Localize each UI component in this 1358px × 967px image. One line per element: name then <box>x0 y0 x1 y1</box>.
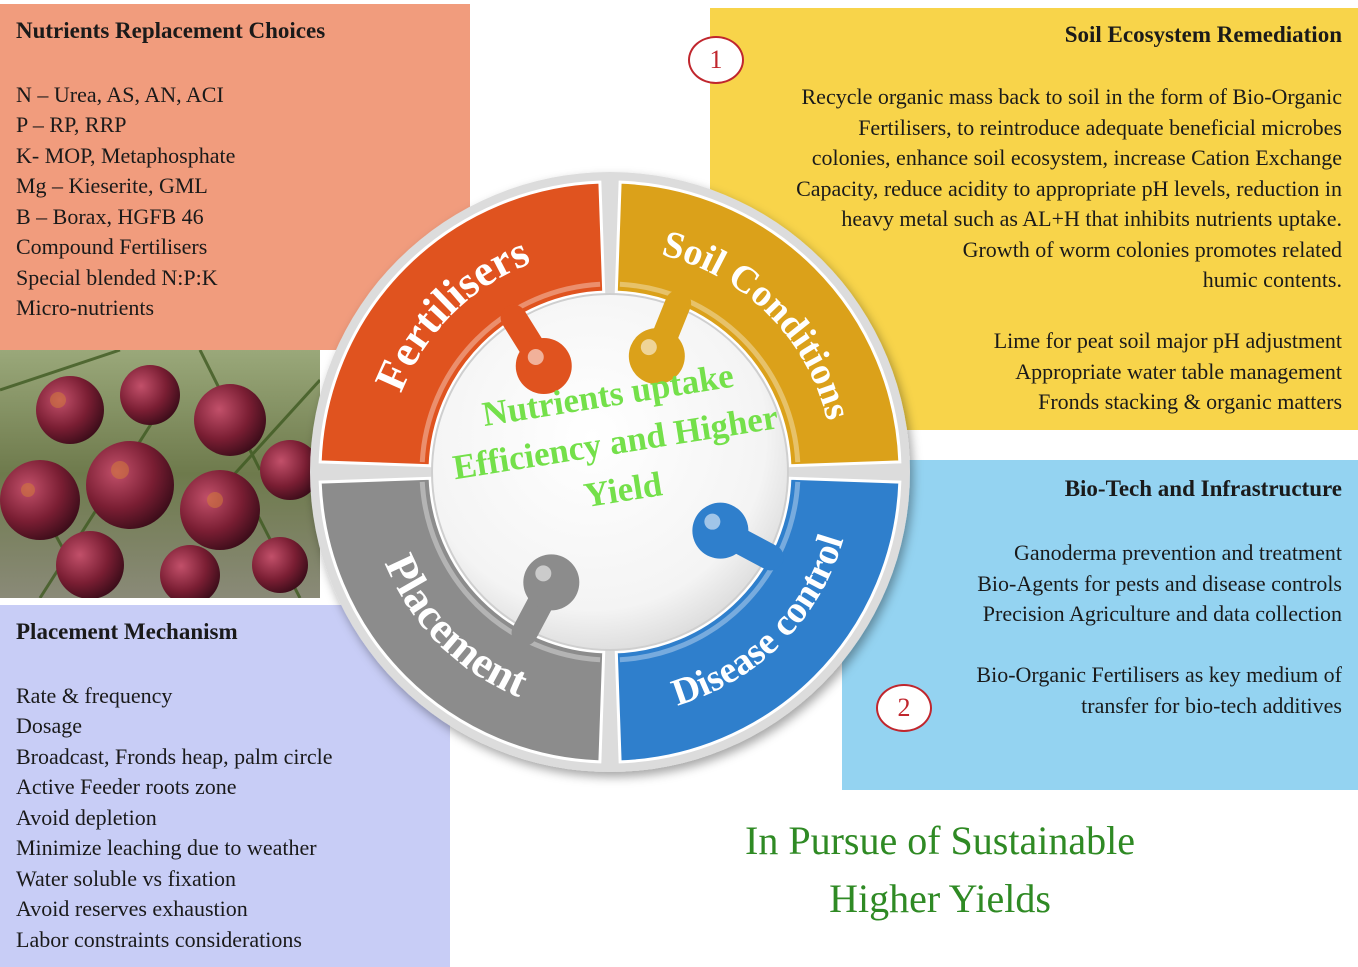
biotech-line: Bio-Organic Fertilisers as key medium of <box>976 662 1342 687</box>
biotech-panel: Bio-Tech and Infrastructure Ganoderma pr… <box>842 460 1358 790</box>
biotech-line: Ganoderma prevention and treatment <box>1013 540 1342 565</box>
nutrients-line: B – Borax, HGFB 46 <box>16 204 204 229</box>
soil-title: Soil Ecosystem Remediation <box>1064 22 1342 47</box>
nutrients-line: Compound Fertilisers <box>16 234 208 259</box>
wheel-hub <box>431 293 789 651</box>
nutrients-line: Special blended N:P:K <box>16 265 218 290</box>
placement-line: Dosage <box>16 713 82 738</box>
nutrients-line: Mg – Kieserite, GML <box>16 173 208 198</box>
placement-panel: Placement Mechanism Rate & frequency Dos… <box>0 605 450 967</box>
soil-line: Appropriate water table management <box>1015 359 1342 384</box>
puzzle-knob <box>523 554 580 611</box>
nutrients-panel: Nutrients Replacement Choices N – Urea, … <box>0 4 470 350</box>
placement-line: Labor constraints considerations <box>16 927 302 952</box>
nutrients-line: Micro-nutrients <box>16 295 155 320</box>
soil-line: Fertilisers, to reintroduce adequate ben… <box>858 115 1342 140</box>
segment-highlight <box>619 281 801 463</box>
soil-line: Fronds stacking & organic matters <box>1038 389 1342 414</box>
knob-shine <box>640 339 657 356</box>
segment-highlight <box>619 481 801 663</box>
knob-shine <box>704 513 721 530</box>
number-badge: 2 <box>876 684 932 732</box>
oil-palm-fruit-photo <box>0 348 322 605</box>
placement-line: Minimize leaching due to weather <box>16 835 317 860</box>
biotech-line: transfer for bio-tech additives <box>1081 693 1342 718</box>
knob-shine <box>535 565 552 582</box>
placement-title: Placement Mechanism <box>16 619 238 644</box>
tagline-line: In Pursue of Sustainable <box>745 818 1135 863</box>
soil-line: Lime for peat soil major pH adjustment <box>993 328 1342 353</box>
placement-line: Broadcast, Fronds heap, palm circle <box>16 744 333 769</box>
placement-line: Avoid depletion <box>16 805 157 830</box>
soil-line: colonies, enhance soil ecosystem, increa… <box>811 145 1342 170</box>
segment-highlight <box>419 481 601 663</box>
nutrients-line: N – Urea, AS, AN, ACI <box>16 82 224 107</box>
segment-highlight <box>419 281 601 463</box>
placement-line: Water soluble vs fixation <box>16 866 237 891</box>
nutrients-title: Nutrients Replacement Choices <box>16 18 326 43</box>
soil-line: Capacity, reduce acidity to appropriate … <box>796 176 1342 201</box>
nutrients-line: K- MOP, Metaphosphate <box>16 143 236 168</box>
soil-line: heavy metal such as AL+H that inhibits n… <box>841 206 1342 231</box>
number-badge: 1 <box>688 36 744 84</box>
nutrients-line: P – RP, RRP <box>16 112 127 137</box>
knob-shine <box>527 348 544 365</box>
wheel-segment <box>318 180 606 468</box>
placement-line: Rate & frequency <box>16 683 173 708</box>
biotech-line: Bio-Agents for pests and disease control… <box>977 571 1342 596</box>
biotech-title: Bio-Tech and Infrastructure <box>1064 476 1342 501</box>
tagline: In Pursue of Sustainable Higher Yields <box>690 812 1190 928</box>
soil-line: humic contents. <box>1202 267 1342 292</box>
wheel-segment <box>614 180 902 468</box>
biotech-line: Precision Agriculture and data collectio… <box>982 601 1342 626</box>
soil-line: Recycle organic mass back to soil in the… <box>801 84 1343 109</box>
placement-line: Avoid reserves exhaustion <box>16 896 248 921</box>
placement-line: Active Feeder roots zone <box>16 774 237 799</box>
soil-line: Growth of worm colonies promotes related <box>962 237 1342 262</box>
tagline-line: Higher Yields <box>829 876 1051 921</box>
puzzle-knob <box>692 502 749 559</box>
